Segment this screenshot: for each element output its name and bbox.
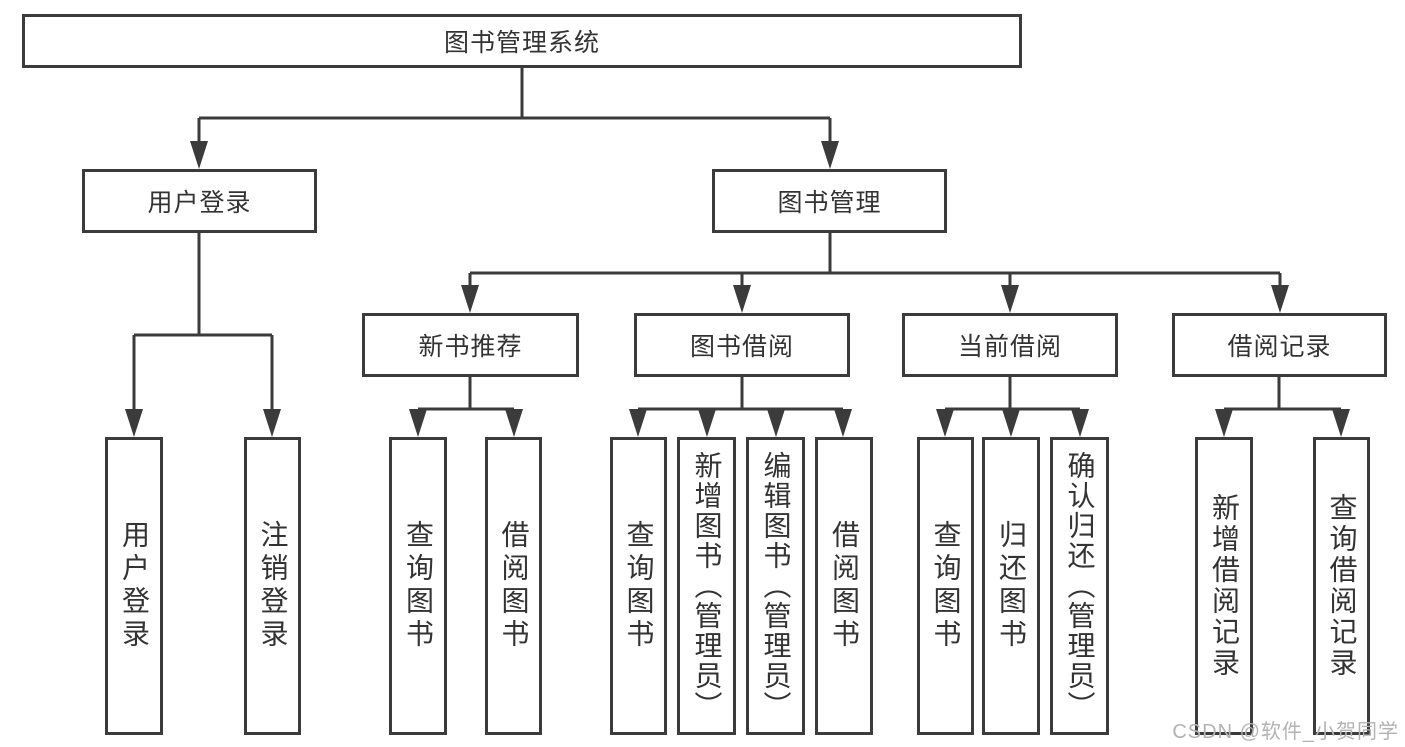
node-root-system: 图书管理系统 xyxy=(22,14,1022,68)
leaf-logout: 注销登录 xyxy=(244,437,301,735)
leaf-add-borrow-record: 新增借阅记录 xyxy=(1195,437,1253,735)
node-book-management: 图书管理 xyxy=(712,169,947,233)
node-user-login: 用户登录 xyxy=(82,169,317,233)
leaf-borrow-books-borrowing: 借阅图书 xyxy=(815,437,873,735)
leaf-user-login: 用户登录 xyxy=(105,437,163,735)
leaf-confirm-return-admin: 确认归还（管理员） xyxy=(1050,437,1109,735)
leaf-borrow-books-recommend: 借阅图书 xyxy=(485,437,542,735)
leaf-query-books-borrowing: 查询图书 xyxy=(610,437,667,735)
leaf-query-borrow-record: 查询借阅记录 xyxy=(1313,437,1370,735)
leaf-edit-book-admin: 编辑图书（管理员） xyxy=(746,437,805,735)
leaf-add-book-admin: 新增图书（管理员） xyxy=(677,437,736,735)
leaf-return-book: 归还图书 xyxy=(982,437,1040,735)
watermark-text: CSDN @软件_小贺同学 xyxy=(1172,721,1399,743)
leaf-query-books-current: 查询图书 xyxy=(917,437,974,735)
leaf-query-books-recommend: 查询图书 xyxy=(389,437,447,735)
node-new-book-recommend: 新书推荐 xyxy=(362,313,579,377)
node-borrowing-records: 借阅记录 xyxy=(1172,313,1387,377)
node-book-borrowing: 图书借阅 xyxy=(634,313,850,377)
node-current-borrowing: 当前借阅 xyxy=(902,313,1118,377)
